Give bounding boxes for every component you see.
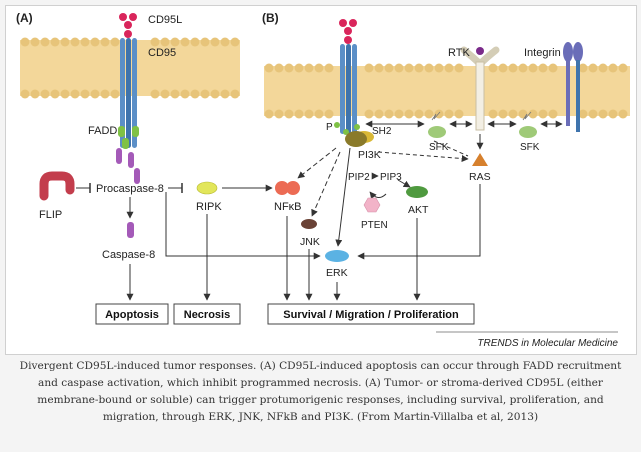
procaspase-to-erk-arrow (165, 192, 321, 260)
caspase8-shape (127, 222, 134, 238)
erk-label: ERK (326, 267, 348, 279)
ripk-shape (196, 181, 218, 195)
cd95-label: CD95 (148, 47, 176, 59)
apoptosis-label: Apoptosis (105, 309, 159, 321)
pi3k-to-erk-arrow (335, 147, 351, 247)
fadd-label: FADD (88, 125, 117, 137)
pip3-to-akt-arrow (397, 179, 411, 188)
apoptosis-box: Apoptosis (95, 303, 169, 325)
ras-shape (472, 153, 488, 166)
cd95-to-jnk-arrow (311, 151, 341, 217)
phospho-sites (334, 122, 360, 135)
flip-label: FLIP (39, 209, 62, 221)
cd95l-ligand-b (339, 19, 357, 44)
fadd-complex (116, 126, 140, 184)
pi3k-to-ras-arrow (377, 151, 469, 163)
p-label: P (326, 122, 333, 133)
sfk-shape-2 (519, 111, 537, 138)
integrin-receptor (563, 42, 583, 132)
cd95-receptor-a (120, 38, 137, 148)
akt-shape (406, 186, 428, 198)
integrin-label: Integrin (524, 47, 561, 59)
necrosis-label: Necrosis (184, 309, 230, 321)
pten-label: PTEN (361, 220, 388, 231)
rtk-receptor (460, 46, 500, 131)
pi3k-label: PI3K (358, 149, 381, 161)
pathway-diagram: (A) (B) CD95L CD95 FADD FLIP Procaspase-… (16, 11, 630, 349)
ripk-label: RIPK (196, 201, 222, 213)
cd95l-label: CD95L (148, 14, 182, 26)
sfk2-label: SFK (520, 142, 540, 153)
akt-label: AKT (408, 204, 429, 216)
survival-label: Survival / Migration / Proliferation (283, 309, 459, 321)
sh2-label: SH2 (372, 126, 392, 137)
source-label: TRENDS in Molecular Medicine (477, 338, 618, 349)
ras-label: RAS (469, 171, 491, 183)
cd95l-ligand-a (119, 13, 137, 38)
pten-back-arrow (369, 191, 387, 200)
pi3k-shape (345, 131, 374, 147)
membrane-b (264, 63, 630, 119)
sfk-shape-1 (428, 111, 446, 138)
survival-box: Survival / Migration / Proliferation (267, 303, 475, 325)
figure-caption: Divergent CD95L-induced tumor responses.… (19, 360, 622, 423)
panel-a-label: (A) (16, 11, 33, 25)
sfk-to-ras-line (433, 140, 469, 157)
erk-shape (325, 250, 349, 262)
pten-shape (363, 197, 381, 213)
flip-shape (39, 171, 75, 201)
jnk-shape (301, 219, 317, 229)
caspase8-label: Caspase-8 (102, 249, 155, 261)
jnk-label: JNK (300, 236, 320, 248)
nfkb-label: NFκB (274, 201, 302, 213)
cd95-receptor-b (340, 44, 357, 134)
pip3-label: PIP3 (380, 172, 402, 183)
ras-to-erk-arrow (357, 184, 481, 260)
cd95-to-nfkb-arrow (297, 147, 337, 179)
rtk-label: RTK (448, 47, 470, 59)
sfk1-label: SFK (429, 142, 449, 153)
pip2-label: PIP2 (348, 172, 370, 183)
necrosis-box: Necrosis (173, 303, 241, 325)
procaspase8-label: Procaspase-8 (96, 183, 164, 195)
figure-frame: (A) (B) CD95L CD95 FADD FLIP Procaspase-… (5, 5, 637, 355)
panel-b-label: (B) (262, 11, 279, 25)
nfkb-shape (275, 181, 300, 195)
